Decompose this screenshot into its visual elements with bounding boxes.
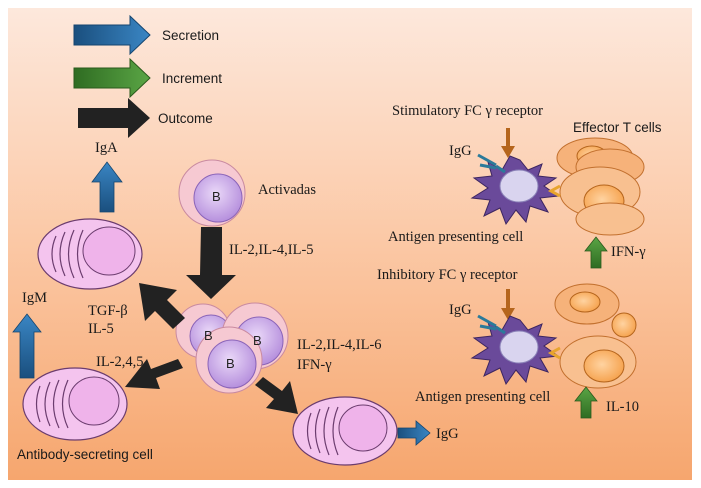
t-cell-apc-chevron-bottom	[547, 346, 561, 360]
activadas-label: Activadas	[258, 182, 316, 198]
il-245-label: IL-2,IL-4,IL-5	[229, 242, 314, 258]
b-cell-label-top: B	[212, 189, 221, 204]
apc-top-label: Antigen presenting cell	[388, 229, 524, 245]
igg-bottom-label: IgG	[436, 426, 459, 442]
stimulatory-receptor-label: Stimulatory FC γ receptor	[392, 103, 543, 119]
tgf-beta-arrow	[139, 283, 185, 329]
igg-secretion-arrow	[397, 420, 431, 446]
inhibitory-receptor-label: Inhibitory FC γ receptor	[377, 267, 518, 283]
effector-t-cell-group-top	[556, 137, 645, 236]
il5-label: IL-5	[88, 321, 114, 337]
il10-label: IL-10	[606, 399, 640, 415]
igg-top-label: IgG	[449, 143, 472, 159]
apc-bottom	[470, 315, 560, 386]
antibody-icon-top	[477, 153, 506, 174]
igm-secretion-arrow	[12, 313, 42, 379]
effector-t-cells-label: Effector T cells	[573, 120, 662, 135]
ifn-gamma-center-label: IFN-γ	[297, 357, 332, 373]
legend-increment-label: Increment	[162, 71, 223, 86]
legend-outcome-label: Outcome	[158, 111, 213, 126]
activated-b-cell-nucleus	[193, 173, 243, 223]
b-cell-label-bottom: B	[226, 356, 235, 371]
inhibitory-receptor-arrow	[501, 289, 515, 320]
ifn-gamma-right-label: IFN-γ	[611, 244, 646, 260]
stimulatory-receptor-arrow	[501, 128, 515, 158]
effector-t-cell-group-bottom	[554, 283, 637, 389]
t-cell-apc-chevron-top	[547, 184, 561, 198]
b-cell-label-left: B	[204, 328, 213, 343]
antibody-secreting-plasma-cell	[22, 367, 128, 441]
iga-label: IgA	[95, 140, 118, 156]
il-245-left-arrow	[125, 359, 183, 389]
increment-legend-arrow	[73, 57, 151, 99]
antibody-secreting-cell-label: Antibody-secreting cell	[17, 447, 153, 462]
secretion-legend-arrow	[73, 14, 151, 56]
plasma-cell-igg	[292, 396, 398, 466]
tgf-beta-label: TGF-β	[88, 303, 128, 319]
igm-label: IgM	[22, 290, 47, 306]
apc-bottom-label: Antigen presenting cell	[415, 389, 551, 405]
antibody-icon-bottom	[477, 314, 506, 335]
b-cell-cluster-bottom-nucleus	[207, 339, 257, 389]
outcome-legend-arrow	[78, 98, 150, 138]
il10-increment-arrow	[574, 386, 598, 419]
activation-down-arrow	[186, 227, 236, 299]
legend-secretion-label: Secretion	[162, 28, 220, 43]
apc-top	[470, 155, 560, 226]
il-2-4-5-label: IL-2,4,5	[96, 354, 144, 370]
iga-secretion-arrow	[91, 161, 123, 213]
plasma-cell-top-left	[37, 218, 143, 290]
igg-mid-label: IgG	[449, 302, 472, 318]
b-cell-label-right: B	[253, 333, 262, 348]
ifn-gamma-increment-arrow	[584, 236, 608, 269]
il-246-label: IL-2,IL-4,IL-6	[297, 337, 382, 353]
il-246-arrow	[255, 377, 298, 414]
